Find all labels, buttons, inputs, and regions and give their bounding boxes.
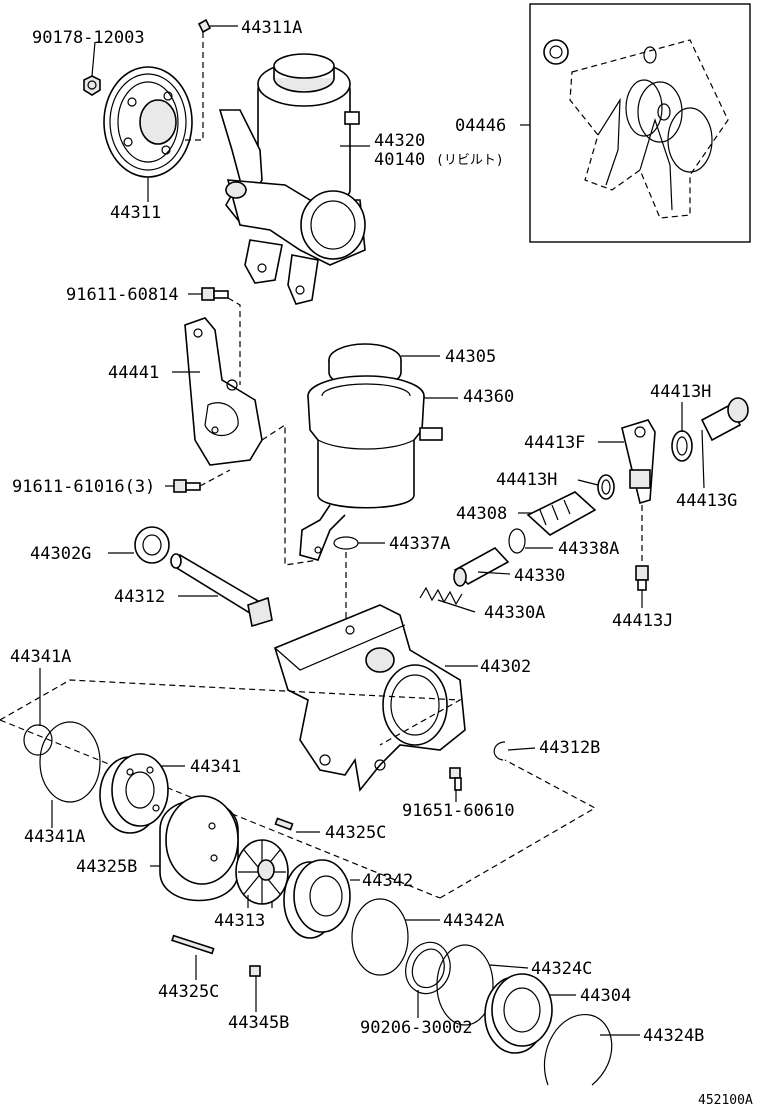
label-44302: 44302 (480, 657, 531, 677)
label-44311A: 44311A (241, 18, 302, 38)
label-44341A-bot: 44341A (24, 827, 85, 847)
valve-44308[interactable] (526, 491, 597, 536)
label-40140-note: (リビルト) (436, 153, 504, 168)
label-44313: 44313 (214, 911, 265, 931)
union-44413F[interactable] (621, 419, 656, 505)
label-44413H-top: 44413H (650, 382, 711, 402)
label-44320: 44320 (374, 131, 425, 151)
snap-ring-44324B[interactable] (543, 1014, 613, 1086)
label-44413H-mid: 44413H (496, 470, 557, 490)
bracket-44441[interactable] (184, 317, 263, 466)
label-44325C-bot: 44325C (158, 982, 219, 1002)
pump-assembly-44320[interactable] (218, 53, 366, 305)
label-44413F: 44413F (524, 433, 585, 453)
label-44345B: 44345B (228, 1013, 289, 1033)
label-44342A: 44342A (443, 911, 504, 931)
cam-ring-44325B[interactable] (159, 795, 239, 902)
label-44325B: 44325B (76, 857, 137, 877)
reservoir-44360[interactable] (299, 375, 443, 561)
label-44337A: 44337A (389, 534, 450, 554)
snap-ring-44312B[interactable] (493, 741, 506, 761)
label-44325C-top: 44325C (325, 823, 386, 843)
pulley-nut[interactable] (83, 75, 101, 96)
label-04446: 04446 (455, 116, 506, 136)
label-44441: 44441 (108, 363, 159, 383)
label-44413G: 44413G (676, 491, 737, 511)
label-44342: 44342 (362, 871, 413, 891)
gasket-44413H-mid[interactable] (597, 474, 615, 500)
label-44330A: 44330A (484, 603, 545, 623)
bolt-91651-60610[interactable] (449, 767, 462, 791)
label-90206-30002: 90206-30002 (360, 1018, 473, 1038)
label-91651-60610: 91651-60610 (402, 801, 515, 821)
shaft-44312[interactable] (170, 553, 273, 628)
cover-44304[interactable] (484, 973, 553, 1054)
bolt-44413G[interactable] (700, 397, 749, 442)
pin-44325C-top[interactable] (274, 817, 294, 831)
bolt-91611-60814[interactable] (201, 287, 229, 301)
plug-44413J[interactable] (635, 565, 649, 591)
label-44360: 44360 (463, 387, 514, 407)
gasket-kit-04446[interactable] (543, 39, 729, 219)
plate-44342[interactable] (283, 859, 351, 939)
label-44311: 44311 (110, 203, 161, 223)
label-44413J: 44413J (612, 611, 673, 631)
o-ring-44337A[interactable] (333, 536, 359, 550)
o-ring-44341A-small[interactable] (23, 724, 53, 756)
gasket-90206-30002[interactable] (405, 941, 451, 995)
bearing-44302G[interactable] (134, 526, 170, 564)
label-44324C: 44324C (531, 959, 592, 979)
gasket-44413H-top[interactable] (671, 430, 693, 462)
label-91611-61016: 91611-61016(3) (12, 477, 155, 497)
vane-44345B[interactable] (249, 965, 261, 977)
label-44304: 44304 (580, 986, 631, 1006)
label-44338A: 44338A (558, 539, 619, 559)
pump-body-44302[interactable] (274, 604, 466, 792)
o-ring-44338A[interactable] (508, 528, 526, 554)
label-44302G: 44302G (30, 544, 91, 564)
label-44341A-top: 44341A (10, 647, 71, 667)
figure-code: 452100A (698, 1093, 753, 1108)
o-ring-44342A[interactable] (351, 898, 409, 976)
pulley-44311[interactable] (103, 66, 193, 178)
side-plate-44341[interactable] (99, 753, 169, 834)
pin-44325C-bot[interactable] (171, 934, 215, 955)
label-44324B: 44324B (643, 1026, 704, 1046)
label-44312B: 44312B (539, 738, 600, 758)
spring-44330A[interactable] (419, 586, 463, 606)
label-44308: 44308 (456, 504, 507, 524)
rotor-44313[interactable] (235, 839, 289, 905)
label-40140: 40140 (374, 150, 425, 170)
label-44312: 44312 (114, 587, 165, 607)
label-44330: 44330 (514, 566, 565, 586)
pulley-key-44311A[interactable] (197, 18, 212, 34)
label-44305: 44305 (445, 347, 496, 367)
o-ring-44341A-large[interactable] (39, 721, 101, 803)
label-44341: 44341 (190, 757, 241, 777)
label-90178-12003: 90178-12003 (32, 28, 145, 48)
o-ring-44324C[interactable] (436, 944, 494, 1026)
label-91611-60814: 91611-60814 (66, 285, 179, 305)
gasket-kit-box (529, 3, 751, 243)
valve-44330[interactable] (453, 546, 510, 587)
bolt-91611-61016[interactable] (173, 479, 201, 493)
